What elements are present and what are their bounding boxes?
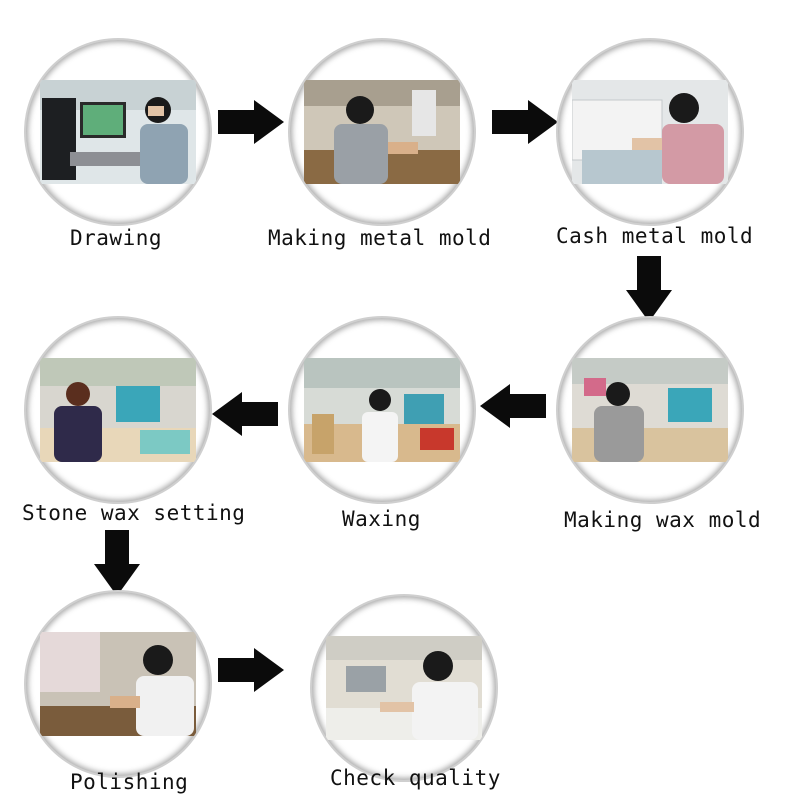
step-waxing — [290, 318, 474, 502]
step-polishing — [26, 592, 210, 776]
step-label-making-metal-mold: Making metal mold — [268, 226, 492, 250]
step-cash-metal-mold — [558, 40, 742, 224]
step-check-quality — [312, 596, 496, 780]
step-label-check-quality: Check quality — [330, 766, 501, 790]
stone-wax-setting-photo — [40, 358, 196, 462]
drawing-photo — [40, 80, 196, 184]
step-stone-wax-setting — [26, 318, 210, 502]
arrow-down-icon — [626, 256, 672, 322]
wax-mold-photo — [572, 358, 728, 462]
arrow-down-icon — [94, 530, 140, 596]
arrow-left-icon — [480, 384, 546, 428]
step-drawing — [26, 40, 210, 224]
arrow-right-icon — [218, 100, 284, 144]
step-label-cash-metal-mold: Cash metal mold — [556, 224, 754, 248]
waxing-photo — [304, 358, 460, 462]
step-label-polishing: Polishing — [70, 770, 189, 794]
metal-mold-photo — [304, 80, 460, 184]
check-quality-photo — [326, 636, 482, 740]
cash-metal-mold-photo — [572, 80, 728, 184]
arrow-right-icon — [492, 100, 558, 144]
arrow-left-icon — [212, 392, 278, 436]
step-making-metal-mold — [290, 40, 474, 224]
arrow-right-icon — [218, 648, 284, 692]
step-label-drawing: Drawing — [70, 226, 163, 250]
step-label-making-wax-mold: Making wax mold — [564, 508, 762, 532]
polishing-photo — [40, 632, 196, 736]
step-label-waxing: Waxing — [342, 507, 421, 531]
step-making-wax-mold — [558, 318, 742, 502]
step-label-stone-wax-setting: Stone wax setting — [22, 501, 246, 525]
